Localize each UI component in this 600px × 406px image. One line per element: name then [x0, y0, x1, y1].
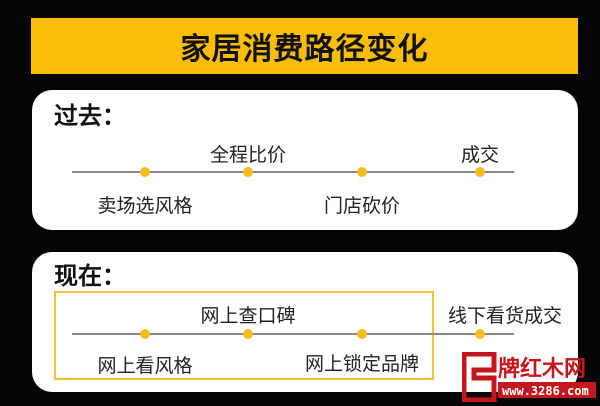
step-label: 卖场选风格: [97, 195, 193, 217]
now-card: 现在： 网上查口碑 线下看货成交 网上看风格 网上锁定品牌: [32, 252, 578, 392]
step-label: 线下看货成交: [447, 305, 563, 327]
past-heading: 过去：: [54, 102, 126, 130]
timeline-dot: [140, 329, 150, 339]
step-label: 门店砍价: [323, 195, 401, 217]
timeline-dot: [357, 329, 367, 339]
past-card: 过去： 全程比价 成交 卖场选风格 门店砍价: [32, 90, 578, 230]
step-label: 网上锁定品牌: [304, 353, 420, 375]
page-title: 家居消费路径变化: [31, 18, 578, 74]
step-label: 成交: [460, 144, 500, 166]
timeline-dot: [243, 329, 253, 339]
timeline-line: [72, 171, 514, 173]
svg-text:www.3286.com: www.3286.com: [502, 384, 589, 398]
timeline-dot: [475, 329, 485, 339]
watermark-logo: 牌红木网 www.3286.com: [461, 351, 598, 403]
timeline-dot: [475, 167, 485, 177]
step-label: 网上查口碑: [200, 305, 296, 327]
timeline-dot: [140, 167, 150, 177]
timeline-line: [72, 333, 514, 335]
step-label: 全程比价: [209, 144, 287, 166]
timeline-dot: [243, 167, 253, 177]
timeline-dot: [357, 167, 367, 177]
now-heading: 现在：: [54, 262, 126, 290]
svg-text:牌红木网: 牌红木网: [498, 356, 586, 382]
step-label: 网上看风格: [97, 355, 193, 377]
online-highlight-box: [54, 291, 434, 380]
